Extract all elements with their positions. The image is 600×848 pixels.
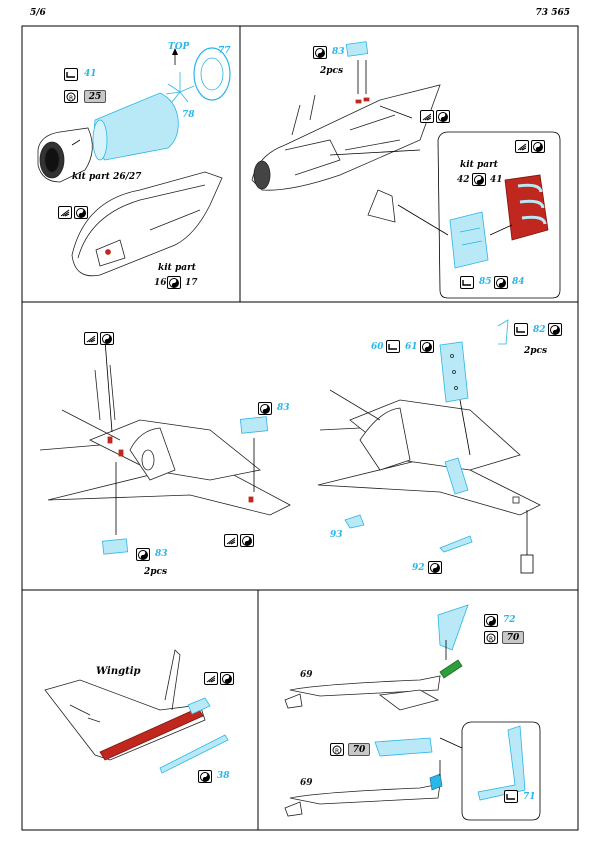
part-25-tag: 25 bbox=[84, 90, 106, 103]
part-70-tag: 70 bbox=[348, 743, 370, 756]
yin-yang-icon bbox=[428, 561, 442, 574]
yin-yang-icon bbox=[548, 323, 562, 336]
bend-icon bbox=[460, 276, 474, 289]
yin-yang-icon bbox=[198, 770, 212, 783]
resin-icon: R bbox=[484, 631, 498, 644]
panel2-drawing bbox=[251, 41, 561, 299]
glue-ca-icon bbox=[224, 534, 238, 547]
yin-yang-icon bbox=[484, 614, 498, 627]
yin-yang-icon bbox=[100, 332, 114, 345]
resin-icon: R bbox=[64, 90, 78, 103]
part-72: 72 bbox=[503, 615, 516, 625]
set-number: 73 565 bbox=[535, 8, 570, 18]
part-84: 84 bbox=[512, 277, 525, 287]
part-77: 77 bbox=[218, 46, 231, 56]
part-61: 61 bbox=[405, 342, 418, 352]
kit-part-26-27: kit part 26/27 bbox=[72, 172, 142, 182]
yin-yang-icon bbox=[220, 672, 234, 685]
part-60: 60 bbox=[371, 342, 384, 352]
glue-ca-icon bbox=[420, 110, 434, 123]
part-83: 83 bbox=[155, 549, 168, 559]
kit-part-label: kit part bbox=[158, 263, 196, 273]
part-83: 83 bbox=[332, 47, 345, 57]
wingtip-title: Wingtip bbox=[96, 666, 141, 677]
two-pcs: 2pcs bbox=[144, 567, 168, 577]
bend-icon bbox=[386, 340, 400, 353]
two-pcs: 2pcs bbox=[524, 346, 548, 356]
part-38: 38 bbox=[217, 771, 230, 781]
glue-ca-icon bbox=[58, 206, 72, 219]
yin-yang-icon bbox=[167, 276, 181, 289]
glue-ca-icon bbox=[204, 672, 218, 685]
part-71: 71 bbox=[523, 792, 536, 802]
glue-ca-icon bbox=[515, 140, 529, 153]
part-69: 69 bbox=[300, 778, 313, 788]
yin-yang-icon bbox=[136, 548, 150, 561]
yin-yang-icon bbox=[494, 276, 508, 289]
part-78: 78 bbox=[182, 110, 195, 120]
part-70-tag: 70 bbox=[502, 631, 524, 644]
panel3-drawing bbox=[39, 339, 291, 555]
glue-ca-icon bbox=[84, 332, 98, 345]
bend-icon bbox=[64, 68, 78, 81]
part-41: 41 bbox=[84, 69, 97, 79]
part-42: 42 bbox=[457, 175, 470, 185]
panel4-drawing bbox=[317, 319, 541, 574]
yin-yang-icon bbox=[74, 206, 88, 219]
yin-yang-icon bbox=[258, 402, 272, 415]
svg-text:R: R bbox=[335, 748, 339, 755]
yin-yang-icon bbox=[531, 140, 545, 153]
yin-yang-icon bbox=[313, 46, 327, 59]
part-82: 82 bbox=[533, 325, 546, 335]
part-41: 41 bbox=[490, 175, 503, 185]
resin-icon: R bbox=[330, 743, 344, 756]
yin-yang-icon bbox=[420, 340, 434, 353]
part-16: 16 bbox=[154, 278, 167, 288]
panel-borders bbox=[21, 25, 579, 831]
yin-yang-icon bbox=[240, 534, 254, 547]
part-93: 93 bbox=[330, 530, 343, 540]
panel5-drawing bbox=[44, 649, 229, 774]
top-label: TOP bbox=[168, 42, 190, 52]
svg-text:R: R bbox=[489, 636, 493, 643]
kit-part-label: kit part bbox=[460, 160, 498, 170]
two-pcs: 2pcs bbox=[320, 66, 344, 76]
yin-yang-icon bbox=[436, 110, 450, 123]
panel1-drawing bbox=[37, 47, 231, 277]
yin-yang-icon bbox=[472, 173, 486, 186]
part-17: 17 bbox=[185, 278, 198, 288]
page-number: 5/6 bbox=[30, 8, 46, 18]
bend-icon bbox=[504, 790, 518, 803]
part-85: 85 bbox=[479, 277, 492, 287]
bend-icon bbox=[514, 323, 528, 336]
panel6-drawing bbox=[284, 604, 541, 821]
svg-text:R: R bbox=[69, 95, 73, 102]
part-92: 92 bbox=[412, 563, 425, 573]
part-69: 69 bbox=[300, 670, 313, 680]
part-83: 83 bbox=[277, 403, 290, 413]
